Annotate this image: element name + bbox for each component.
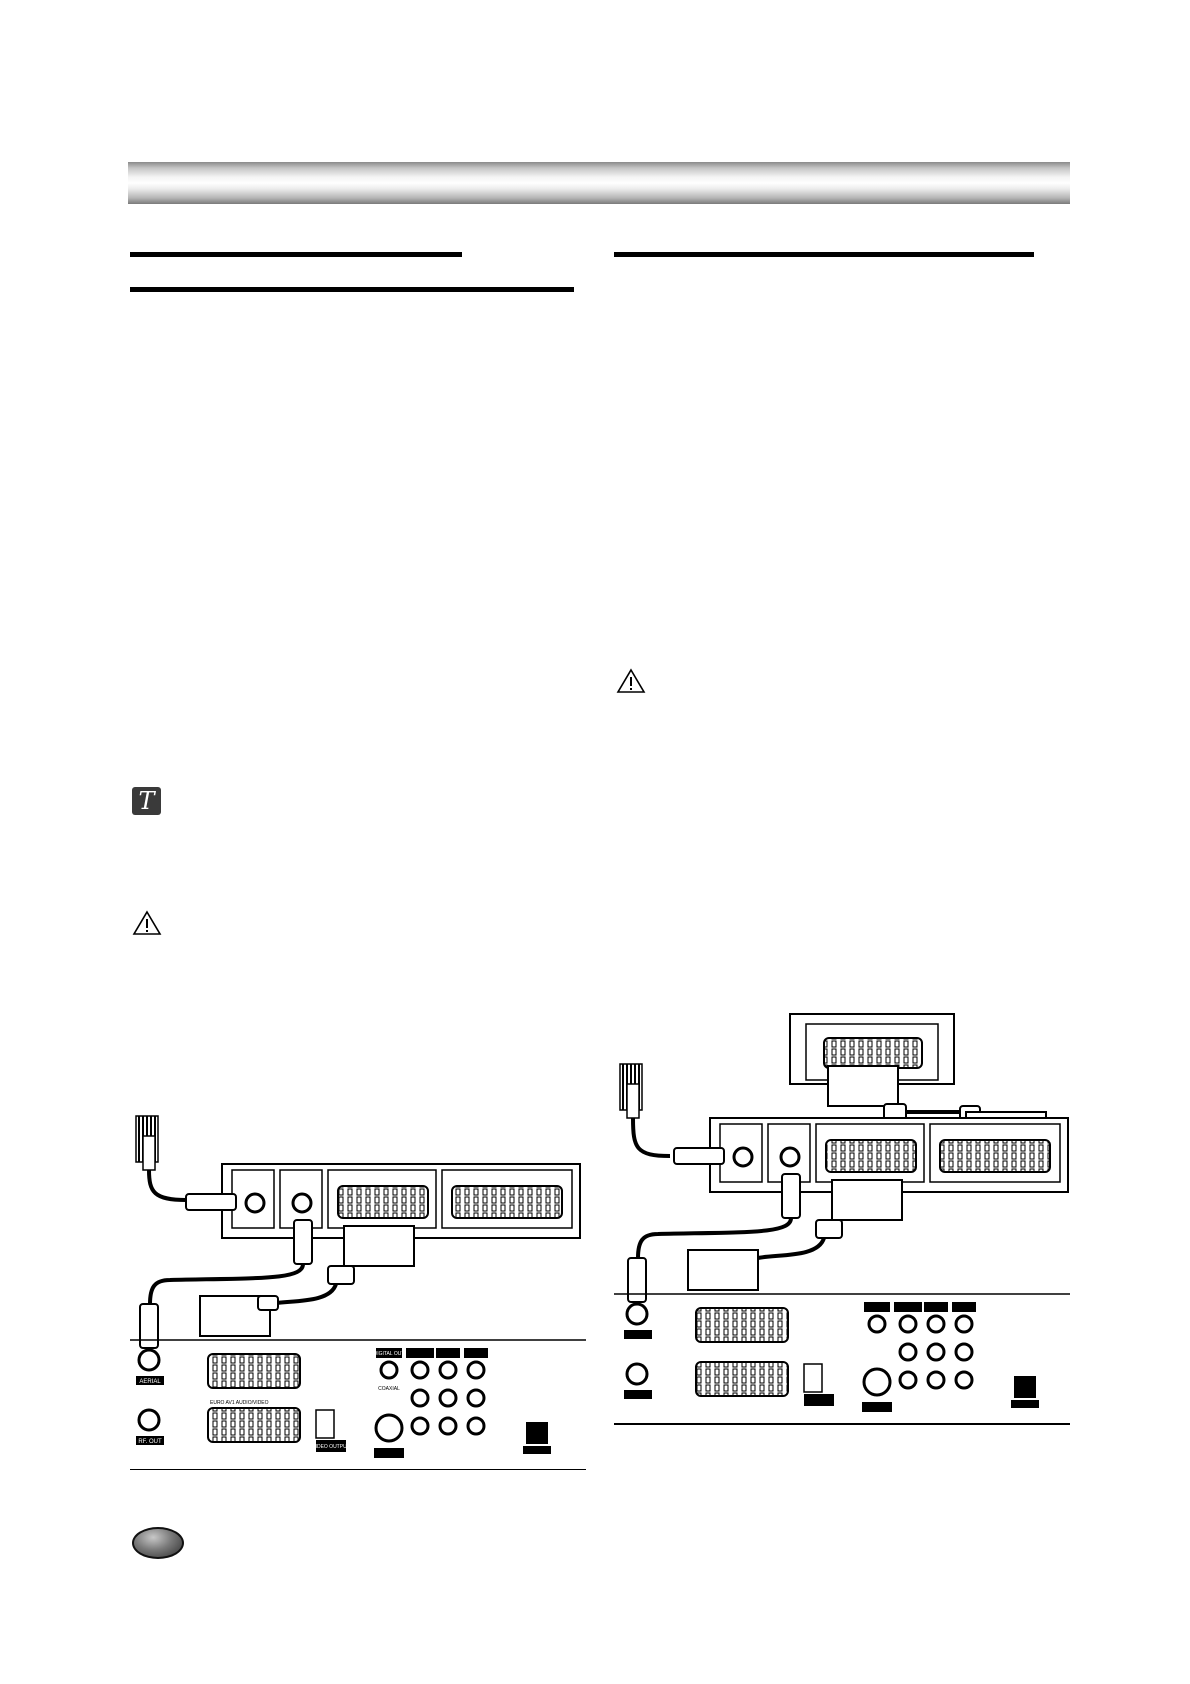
- svg-text:AERIAL: AERIAL: [139, 1379, 161, 1385]
- svg-text:RF. OUT: RF. OUT: [138, 1439, 162, 1445]
- caution-icon: [132, 910, 162, 935]
- connection-diagram-left: AERIAL RF. OUT EURO AV1 AUDIO/VIDEO VIDE…: [130, 1115, 586, 1470]
- section-rule-right: [614, 252, 1034, 257]
- section-rule-left-short: [130, 252, 462, 257]
- note-icon: T: [132, 787, 161, 815]
- section-rule-left-long: [130, 287, 574, 292]
- svg-text:EURO AV1 AUDIO/VIDEO: EURO AV1 AUDIO/VIDEO: [210, 1400, 269, 1406]
- caution-icon: [616, 668, 646, 693]
- svg-text:DIGITAL OUT: DIGITAL OUT: [374, 1351, 405, 1357]
- page-tab-icon: [132, 1527, 184, 1559]
- header-bar: [128, 162, 1070, 204]
- svg-text:VIDEO OUTPUT: VIDEO OUTPUT: [312, 1444, 350, 1450]
- svg-text:COAXIAL: COAXIAL: [378, 1386, 400, 1392]
- connection-diagram-right: [614, 1013, 1070, 1425]
